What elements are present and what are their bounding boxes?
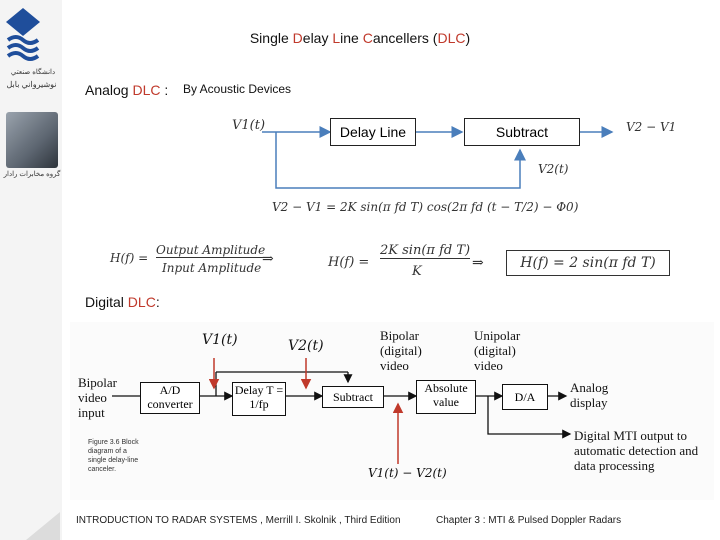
university-name-2: نوشيرواني بابل xyxy=(6,80,57,89)
digital-v2-label: V2(t) xyxy=(288,338,324,354)
analog-diff-label: V2 − V1 xyxy=(626,120,677,134)
h-def-lhs: H(f) = xyxy=(110,251,149,265)
analog-v1-label: V1(t) xyxy=(232,118,266,133)
ad-converter-box: A/D converter xyxy=(140,382,200,414)
implies-arrow-2: ⇒ xyxy=(472,255,484,271)
sidebar xyxy=(0,0,62,540)
absolute-value-box: Absolute value xyxy=(416,380,476,414)
figure-caption: Figure 3.6 Block diagram of a single del… xyxy=(88,439,139,473)
h2-lhs: H(f) = xyxy=(328,255,370,270)
unipolar-digital-label: Unipolar (digital) video xyxy=(474,328,521,373)
analog-formula: V2 − V1 = 2K sin(π fd T) cos(2π fd (t − … xyxy=(272,200,579,214)
analog-method: By Acoustic Devices xyxy=(183,82,292,96)
h-def-numerator: Output Amplitude xyxy=(156,243,266,258)
page-title: Single Delay Line Cancellers (DLC) xyxy=(249,30,471,46)
page-corner-decoration xyxy=(26,512,60,540)
h2-numerator: 2K sin(π fd T) xyxy=(380,243,471,259)
university-name: دانشگاه صنعتي xyxy=(10,69,56,76)
mti-output-label: Digital MTI output to automatic detectio… xyxy=(574,428,699,473)
implies-arrow-1: ⇒ xyxy=(262,251,274,267)
radar-dish-image xyxy=(6,112,58,168)
digital-v1-label: V1(t) xyxy=(202,332,238,348)
university-logo-icon xyxy=(6,8,40,61)
da-box: D/A xyxy=(502,384,548,410)
delay-box: Delay T = 1/fp xyxy=(232,382,286,416)
analog-heading: Analog DLC : xyxy=(85,82,169,98)
h2-denominator: K xyxy=(412,264,422,279)
bipolar-input-label: Bipolar video input xyxy=(78,375,117,420)
group-name: گروه مخابرات رادار xyxy=(3,171,61,178)
footer-reference: INTRODUCTION TO RADAR SYSTEMS , Merrill … xyxy=(76,515,401,526)
analog-display-label: Analog display xyxy=(570,380,609,410)
h-final-box: H(f) = 2 sin(π fd T) xyxy=(506,250,670,276)
footer-chapter: Chapter 3 : MTI & Pulsed Doppler Radars xyxy=(436,515,622,526)
analog-v2-label: V2(t) xyxy=(538,162,569,176)
bipolar-digital-label: Bipolar (digital) video xyxy=(380,328,422,373)
subtract-digital-box: Subtract xyxy=(322,386,384,408)
digital-heading: Digital DLC: xyxy=(85,294,160,310)
digital-diff-label: V1(t) − V2(t) xyxy=(368,466,447,480)
h-def-denominator: Input Amplitude xyxy=(162,261,262,275)
subtract-box: Subtract xyxy=(464,118,580,146)
delay-line-box: Delay Line xyxy=(330,118,416,146)
